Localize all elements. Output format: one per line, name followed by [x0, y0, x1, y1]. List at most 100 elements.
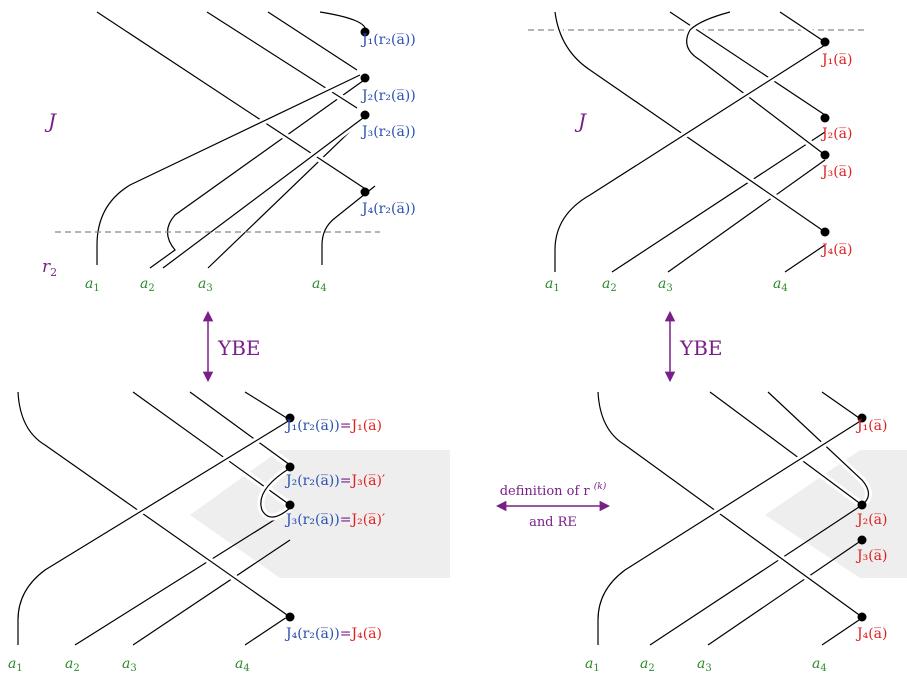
endpoint-dot-1: [857, 413, 867, 423]
strand-a4: [784, 244, 826, 273]
definition-arrow: definition of r (k) and RE: [495, 481, 611, 530]
endpoint-dot-2: [820, 113, 830, 123]
endpoint-label-2: J₂(a̅): [820, 126, 853, 142]
endpoint-dot-4: [285, 612, 295, 622]
label-a3: a3: [198, 276, 213, 294]
endpoint-dot-4: [857, 612, 867, 622]
strand-a2: [611, 131, 826, 273]
endpoint-label-1: J₁(a̅): [820, 52, 853, 68]
endpoint-label-2: J₂(r₂(a̅))=J₃(a̅)′: [284, 473, 385, 489]
endpoint-labels: J₁(r₂(a̅))=J₁(a̅) J₂(r₂(a̅))=J₃(a̅)′ J₃(…: [284, 418, 385, 642]
strand-main-diagonal: [96, 11, 368, 191]
endpoint-dot-1: [360, 27, 370, 37]
strand-d: [779, 11, 826, 43]
endpoint-dot-4: [360, 187, 370, 197]
strand-a4: [244, 614, 291, 646]
endpoint-dot-3: [360, 110, 370, 120]
endpoint-dot-3: [857, 535, 867, 545]
strand-a3: [207, 114, 368, 269]
label-a2: a2: [602, 276, 617, 294]
ybe-arrow-left: YBE: [202, 310, 261, 383]
strand-main-diagonal: [554, 11, 826, 233]
endpoint-labels: J₁(a̅) J₂(a̅) J₃(a̅) J₄(a̅): [855, 418, 888, 642]
strand-a1: [17, 419, 291, 645]
label-a3: a3: [697, 656, 712, 674]
strand-a2: [649, 504, 863, 646]
endpoint-label-3: J₃(a̅): [855, 548, 888, 564]
strand-main-diagonal: [17, 391, 291, 618]
endpoint-labels: J₁(r₂(a̅)) J₂(r₂(a̅)) J₃(r₂(a̅)) J₄(r₂(a…: [360, 32, 416, 217]
ybe-arrow-right: YBE: [664, 310, 723, 383]
strand-a1: [597, 419, 863, 645]
endpoint-dot-1: [285, 413, 295, 423]
endpoint-dot-3: [285, 500, 295, 510]
endpoint-labels: J₁(a̅) J₂(a̅) J₃(a̅) J₄(a̅): [820, 52, 853, 258]
ybe-label-right: YBE: [679, 336, 723, 360]
panel-bottom-left: a1 a2 a3 a4 J₁(r₂(a̅))=J₁(a̅) J₂(r₂(a̅))…: [8, 389, 450, 674]
endpoint-dot-4: [820, 227, 830, 237]
definition-label: definition of r (k): [500, 481, 607, 499]
strand-a3b: [162, 117, 364, 269]
strand-c: [267, 11, 358, 71]
bottom-labels: a1 a2 a3 a4: [545, 276, 788, 294]
label-a2: a2: [65, 656, 80, 674]
endpoint-label-4: J₄(r₂(a̅)): [360, 201, 416, 217]
strand-a2: [74, 509, 291, 646]
label-a2: a2: [640, 656, 655, 674]
strand-a3: [132, 539, 291, 646]
label-a3: a3: [658, 276, 673, 294]
endpoint-dot-2: [857, 500, 867, 510]
region-label-j: J: [44, 109, 57, 133]
shaded-region: [765, 450, 907, 578]
label-a2: a2: [140, 276, 155, 294]
strand-a1: [96, 74, 361, 265]
label-a4: a4: [773, 276, 788, 294]
endpoint-label-3: J₃(a̅): [820, 164, 853, 180]
strand-a4-lower: [321, 185, 376, 265]
endpoint-dot-1: [820, 37, 830, 47]
endpoint-label-2: J₂(a̅): [855, 512, 888, 528]
label-a4: a4: [312, 276, 327, 294]
panel-top-right: J a1 a2 a3 a4 J₁(a̅) J₂(a̅) J₃(a̅) J₄(a̅…: [528, 8, 868, 294]
endpoint-label-1: J₁(a̅): [855, 418, 888, 434]
panel-bottom-right: a1 a2 a3 a4 J₁(a̅) J₂(a̅) J₃(a̅) J₄(a̅): [585, 389, 907, 674]
label-a1: a1: [585, 656, 600, 674]
label-a1: a1: [8, 656, 23, 674]
endpoint-label-4: J₄(r₂(a̅))=J₄(a̅): [284, 626, 382, 642]
cut-label: r2: [42, 257, 57, 279]
endpoint-label-1: J₁(r₂(a̅))=J₁(a̅): [284, 418, 382, 434]
endpoint-label-3: J₃(r₂(a̅)): [360, 124, 416, 140]
strand-b: [206, 11, 358, 109]
bottom-labels: a1 a2 a3 a4: [8, 656, 250, 674]
panel-top-left: J r2 a1 a2 a3 a4 J₁(r₂(a̅)) J₂(r₂(a̅)) J…: [42, 8, 416, 294]
endpoint-dot-2: [360, 73, 370, 83]
strand-a4: [821, 617, 863, 646]
strand-c: [686, 11, 826, 156]
ybe-label-left: YBE: [217, 336, 261, 360]
strand-d: [821, 391, 863, 421]
endpoint-dot-3: [820, 150, 830, 160]
bottom-labels: a1 a2 a3 a4: [85, 276, 327, 294]
strand-a2: [149, 77, 368, 269]
strand-b: [709, 391, 863, 506]
label-a1: a1: [85, 276, 100, 294]
label-a4: a4: [235, 656, 250, 674]
strand-d: [244, 391, 291, 421]
endpoint-label-4: J₄(a̅): [820, 242, 853, 258]
strand-a3: [707, 539, 863, 646]
strand-a1: [554, 44, 826, 272]
endpoint-label-1: J₁(r₂(a̅)): [360, 32, 416, 48]
endpoint-label-2: J₂(r₂(a̅)): [360, 88, 416, 104]
endpoint-dot-2: [285, 462, 295, 472]
label-a1: a1: [545, 276, 560, 294]
strand-c: [189, 391, 291, 466]
endpoint-label-3: J₃(r₂(a̅))=J₂(a̅)′: [284, 512, 385, 528]
strand-twist: [260, 467, 291, 518]
endpoint-label-4: J₄(a̅): [855, 626, 888, 642]
strand-a3: [667, 159, 826, 273]
label-a3: a3: [122, 656, 137, 674]
re-label: and RE: [529, 515, 577, 530]
strand-main-diagonal: [597, 391, 863, 618]
region-label-j: J: [574, 109, 587, 133]
